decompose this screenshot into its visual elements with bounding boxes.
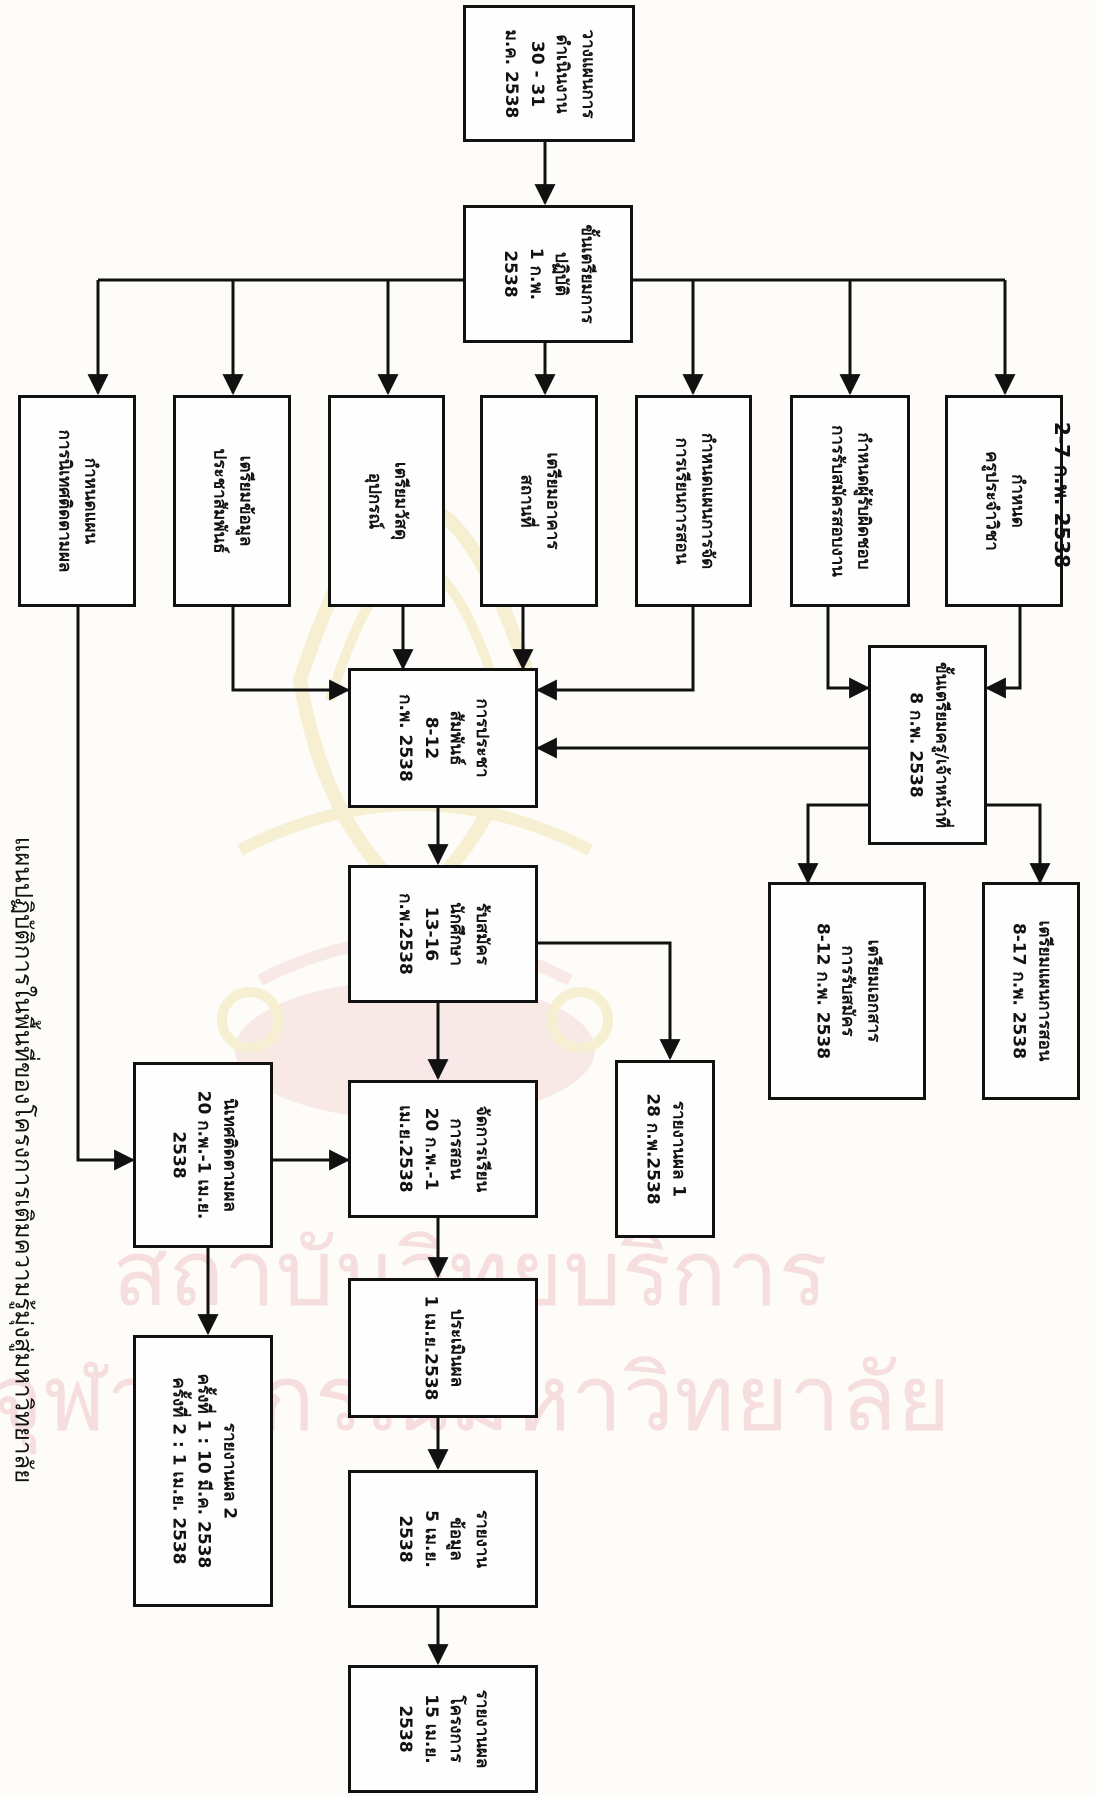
arrow-prinfo-to-pr [231,607,351,701]
box-pr-line4: ก.พ. 2538 [395,694,416,782]
box-teachers-line2: ครูประจำวิชา [982,451,1002,551]
box-enroll-line1: รับสมัคร [472,902,492,966]
box-followup-plan-line2: การนิเทศติดตามผล [55,429,75,573]
box-recruit-rule-line2: การรับสมัครสอบงาน [828,425,848,577]
box-teachers: กำหนดครูประจำวิชา [945,395,1063,607]
box-building-line2: สถานที่ [517,474,537,528]
arrow-teachers-to-staff [984,607,1022,699]
side-note-text: 2-7 ก.พ. 2538 [1050,421,1074,569]
box-project-report-line4: 2538 [395,1705,416,1753]
box-teachers-line1: กำหนด [1007,474,1028,528]
box-evaluate-line1: ประเมินผล [446,1308,467,1388]
box-data-report-line3: 5 เม.ย. [421,1510,441,1568]
box-data-report-line1: รายงาน [472,1509,492,1569]
box-report2-line1: รายงานผล 2 [219,1422,240,1520]
box-prepare-line2: ปฏิบัติ [551,251,572,297]
box-monitor-line1: นิเทศติดตามผล [219,1098,240,1212]
box-equipment-line2: อุปกรณ์ [364,472,385,530]
box-lesson-plan-line2: 8-17 ก.พ. 2538 [1009,922,1029,1060]
box-data-report-line2: ข้อมูล [446,1517,467,1561]
box-recruit-rule-line1: กำหนดผู้รับผิดชอบ [853,432,874,570]
diagram-caption: แผนปฏิบัติการในพื้นที่ของโครงการเติมความ… [0,630,48,1690]
box-pr-line2: สัมพันธ์ [446,710,467,766]
box-teaching-line4: เม.ย.2538 [395,1105,416,1193]
box-building: เตรียมอาคารสถานที่ [480,395,598,607]
box-enroll-line3: 13-16 [421,906,441,962]
box-documents-line3: 8-12 ก.พ. 2538 [812,922,833,1060]
box-project-report-line1: รายงานผล [472,1689,492,1769]
box-equipment: เตรียมวัสดุอุปกรณ์ [328,395,445,607]
arrow-enroll-to-report1 [538,941,681,1061]
box-staff-prep-line2: 8 ก.พ. 2538 [905,692,926,798]
box-plan-line4: ม.ค. 2538 [501,29,522,118]
box-project-report-line2: โครงการ [446,1695,467,1763]
box-data-report-line4: 2538 [395,1515,416,1563]
box-equipment-line1: เตรียมวัสดุ [390,461,410,541]
box-monitor-line3: 2538 [168,1131,189,1179]
arrow-followupplan-to-monitor [76,607,136,1171]
box-documents-line1: เตรียมเอกสาร [863,939,884,1043]
box-recruit-rule: กำหนดผู้รับผิดชอบการรับสมัครสอบงาน [790,395,910,607]
box-pr-info: เตรียมข้อมูลประชาสัมพันธ์ [173,395,291,607]
box-plan-line3: 30 - 31 [527,40,547,107]
box-schedule-line2: การเรียนการสอน [671,437,692,565]
box-enroll-line4: ก.พ.2538 [395,893,416,975]
box-report1-line2: 28 ก.พ.2538 [643,1093,663,1205]
arrow-schedule-to-pr [535,607,695,701]
box-building-line1: เตรียมอาคาร [542,452,563,550]
box-teaching-line2: การสอน [446,1118,467,1180]
side-note: 2-7 ก.พ. 2538 [1045,420,1079,570]
box-pr-info-line1: เตรียมข้อมูล [235,455,256,547]
box-lesson-plan-line1: เตรียมแผนการสอน [1034,920,1055,1062]
box-prepare-line4: 2538 [500,250,521,298]
arrow-staff-to-lessonplan [987,803,1051,885]
box-staff-prep: ขั้นเตรียมครู/เจ้าหน้าที่8 ก.พ. 2538 [868,645,987,845]
box-report2-line3: ครั้งที่ 2 : 1 เม.ย. 2538 [168,1377,189,1565]
box-monitor-line2: 20 ก.พ.-1 เม.ย. [193,1090,214,1220]
box-staff-prep-line1: ขั้นเตรียมครู/เจ้าหน้าที่ [931,662,951,828]
box-teaching-line3: 20 ก.พ.-1 [421,1107,441,1191]
box-report2-line2: ครั้งที่ 1 : 10 มี.ค. 2538 [193,1373,214,1569]
box-teaching-line1: จัดการเรียน [472,1105,492,1193]
box-report1-line1: รายงานผล 1 [668,1100,689,1198]
box-schedule: กำหนดแผนการจัดการเรียนการสอน [635,395,752,607]
box-pr-line3: 8-12 [421,716,441,760]
box-followup-plan: กำหนดแผนการนิเทศติดตามผล [18,395,136,607]
box-pr-info-line2: ประชาสัมพันธ์ [210,448,230,554]
diagram-caption-text: แผนปฏิบัติการในพื้นที่ของโครงการเติมความ… [9,836,38,1484]
box-plan-line1: วางแผนการ [578,29,598,118]
box-pr-line1: การประชา [472,698,492,778]
box-prepare-line1: ขั้นเตรียมการ [577,224,597,324]
arrow-recruit-to-staff [826,607,871,699]
arrow-staff-to-documents [797,803,868,885]
box-plan-line2: ดำเนินงาน [552,33,573,114]
box-prepare-line3: 1 ก.พ. [526,247,546,301]
box-schedule-line1: กำหนดแผนการจัด [697,432,717,570]
box-prepare: ขั้นเตรียมการปฏิบัติ1 ก.พ.2538 [463,205,633,343]
box-evaluate-line2: 1 เม.ย.2538 [421,1295,441,1401]
box-documents-line2: การรับสมัคร [837,945,858,1037]
box-project-report-line3: 15 เม.ย. [421,1694,441,1764]
box-enroll-line2: นักศึกษา [446,902,467,966]
box-followup-plan-line1: กำหนดแผน [80,457,101,545]
